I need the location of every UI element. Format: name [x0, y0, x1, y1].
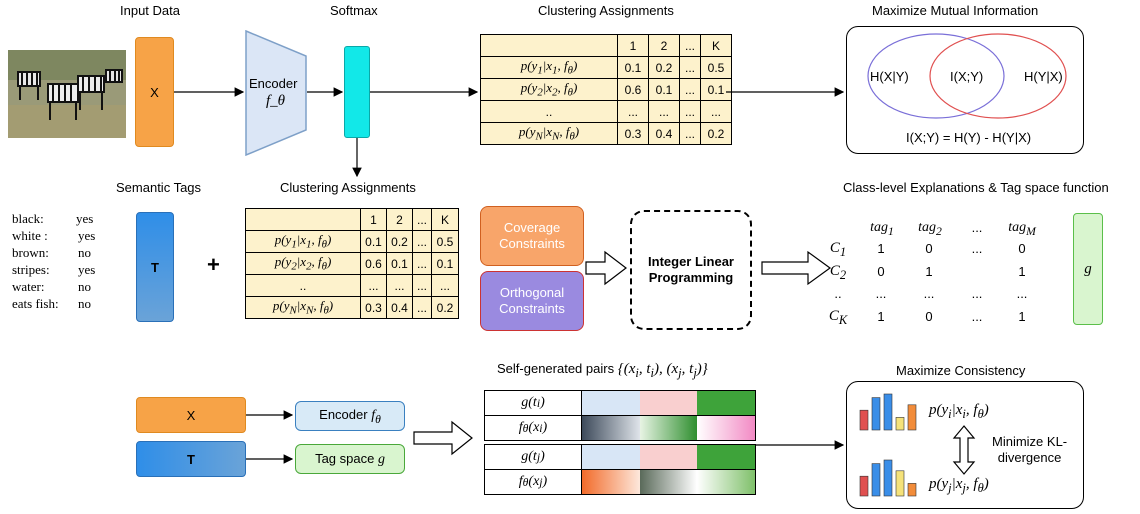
tag-space-box: Tag space g: [295, 444, 405, 474]
distribution-bottom: [859, 459, 917, 497]
consistency-top-label: p(yi|xi, fθ): [929, 402, 989, 421]
x-input-block-bottom: X: [136, 397, 246, 433]
t-tags-label-bottom: T: [187, 451, 195, 467]
g-label: g: [1084, 260, 1092, 277]
consistency-title: Maximize Consistency: [896, 363, 1026, 378]
encoder-shape: [245, 30, 307, 156]
t-tags-block-bottom: T: [136, 441, 246, 477]
list-item: brown:no: [12, 245, 91, 260]
mutual-info-box: [846, 26, 1084, 154]
coverage-constraints-box: Coverage Constraints: [480, 206, 584, 266]
venn-right-label: H(Y|X): [1024, 69, 1063, 84]
venn-diagram: [867, 33, 1067, 119]
block-arrow-constraints-ilp: [585, 250, 627, 286]
distribution-bar: [883, 393, 893, 431]
ilp-label: Integer Linear Programming: [648, 254, 734, 285]
kl-double-arrow: [952, 425, 976, 475]
list-item: eats fish:no: [12, 296, 91, 311]
distribution-bar: [895, 417, 905, 431]
table-row: .. ...... ......: [245, 274, 459, 297]
block-arrow-to-pairs: [413, 420, 473, 456]
list-item: water:no: [12, 279, 91, 294]
distribution-bar: [859, 475, 869, 497]
venn-center-label: I(X;Y): [950, 69, 984, 84]
clustering-title-mid: Clustering Assignments: [280, 180, 416, 195]
encoder-math: f_θ: [266, 93, 286, 109]
distribution-bar: [895, 470, 905, 497]
distribution-bar: [883, 459, 893, 497]
x-input-block: X: [135, 37, 174, 147]
input-data-title: Input Data: [120, 3, 180, 18]
plus-sign: +: [207, 252, 220, 277]
list-item: stripes:yes: [12, 262, 96, 277]
x-input-label: X: [150, 84, 159, 100]
distribution-bar: [907, 404, 917, 431]
list-item: white :yes: [12, 228, 96, 243]
semantic-tag-list: black:yes white :yes brown:no stripes:ye…: [12, 211, 110, 313]
softmax-block: [344, 46, 370, 138]
class-level-title: Class-level Explanations & Tag space fun…: [843, 180, 1109, 195]
zebra-photo: [8, 50, 126, 138]
consistency-bottom-label: p(yj|xj, fθ): [929, 476, 989, 495]
coverage-constraints-label: Coverage Constraints: [499, 220, 565, 251]
mutual-info-title: Maximize Mutual Information: [872, 3, 1039, 18]
g-block: g: [1073, 213, 1103, 325]
block-arrow-ilp-matrix: [761, 250, 832, 286]
encoder-box-bottom: Encoder fθ: [295, 401, 405, 431]
list-item: black:yes: [12, 211, 94, 226]
t-tags-label: T: [151, 259, 159, 275]
orthogonal-constraints-label: Orthogonal Constraints: [499, 285, 565, 316]
mi-formula: I(X;Y) = H(Y) - H(Y|X): [906, 130, 1032, 145]
distribution-bar: [871, 397, 881, 431]
softmax-title: Softmax: [330, 3, 378, 18]
distribution-bar: [859, 409, 869, 431]
distribution-top: [859, 393, 917, 431]
t-tags-block: T: [136, 212, 174, 322]
venn-left-label: H(X|Y): [870, 69, 909, 84]
distribution-bar: [871, 463, 881, 497]
self-pairs-text: Self-generated pairs: [497, 361, 615, 376]
kl-divergence-label: Minimize KL- divergence: [992, 434, 1068, 465]
encoder-label: Encoder: [249, 76, 298, 91]
self-pairs-title: Self-generated pairs {(xi, ti), (xj, tj)…: [497, 361, 708, 380]
distribution-bar: [907, 483, 917, 497]
orthogonal-constraints-box: Orthogonal Constraints: [480, 271, 584, 331]
clustering-title-top: Clustering Assignments: [538, 3, 674, 18]
x-input-label-bottom: X: [186, 407, 196, 423]
consistency-box: [846, 381, 1084, 509]
semantic-tags-title: Semantic Tags: [116, 180, 202, 195]
ilp-box: Integer Linear Programming: [630, 210, 752, 330]
